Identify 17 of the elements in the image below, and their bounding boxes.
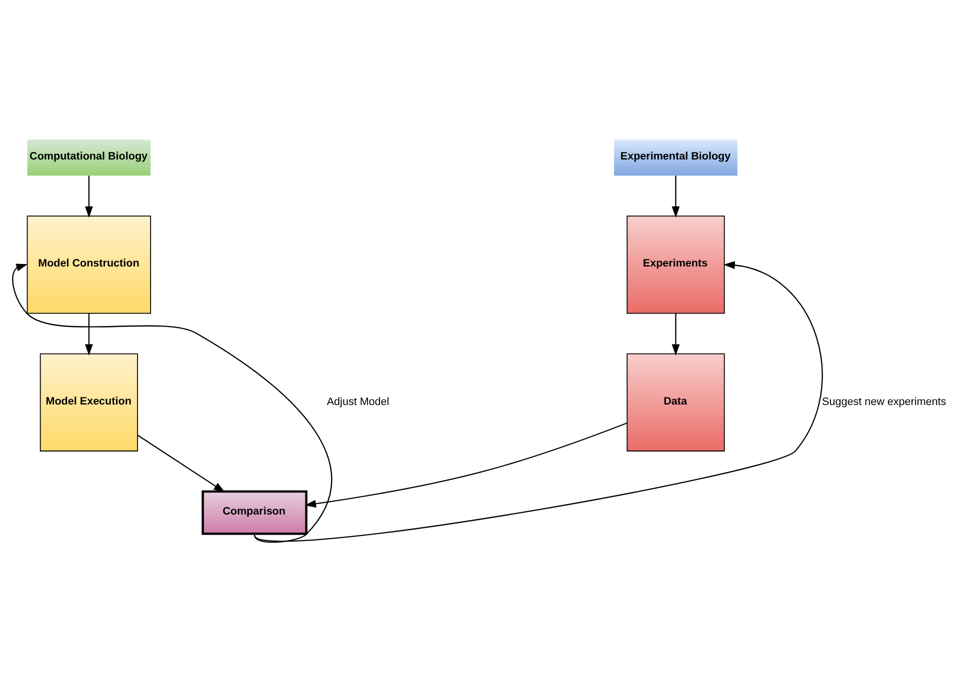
arrow [254,261,823,542]
arrow [84,314,93,356]
arrow [304,422,628,508]
arrow [672,314,680,356]
edge-label: Adjust Model [326,396,390,408]
node-box: Model Construction [26,216,152,314]
node-box: Experiments [626,216,725,314]
node-box: Comparison [202,490,308,535]
edge-label: Suggest new experiments [822,396,946,408]
arrow [137,434,226,492]
arrow [672,176,680,218]
arrow [12,264,332,543]
arrow [84,176,93,218]
node-box: Model Execution [40,353,138,452]
node-box: Experimental Biology [614,140,738,176]
node-box: Data [626,353,725,452]
node-box: Computational Biology [27,140,151,176]
